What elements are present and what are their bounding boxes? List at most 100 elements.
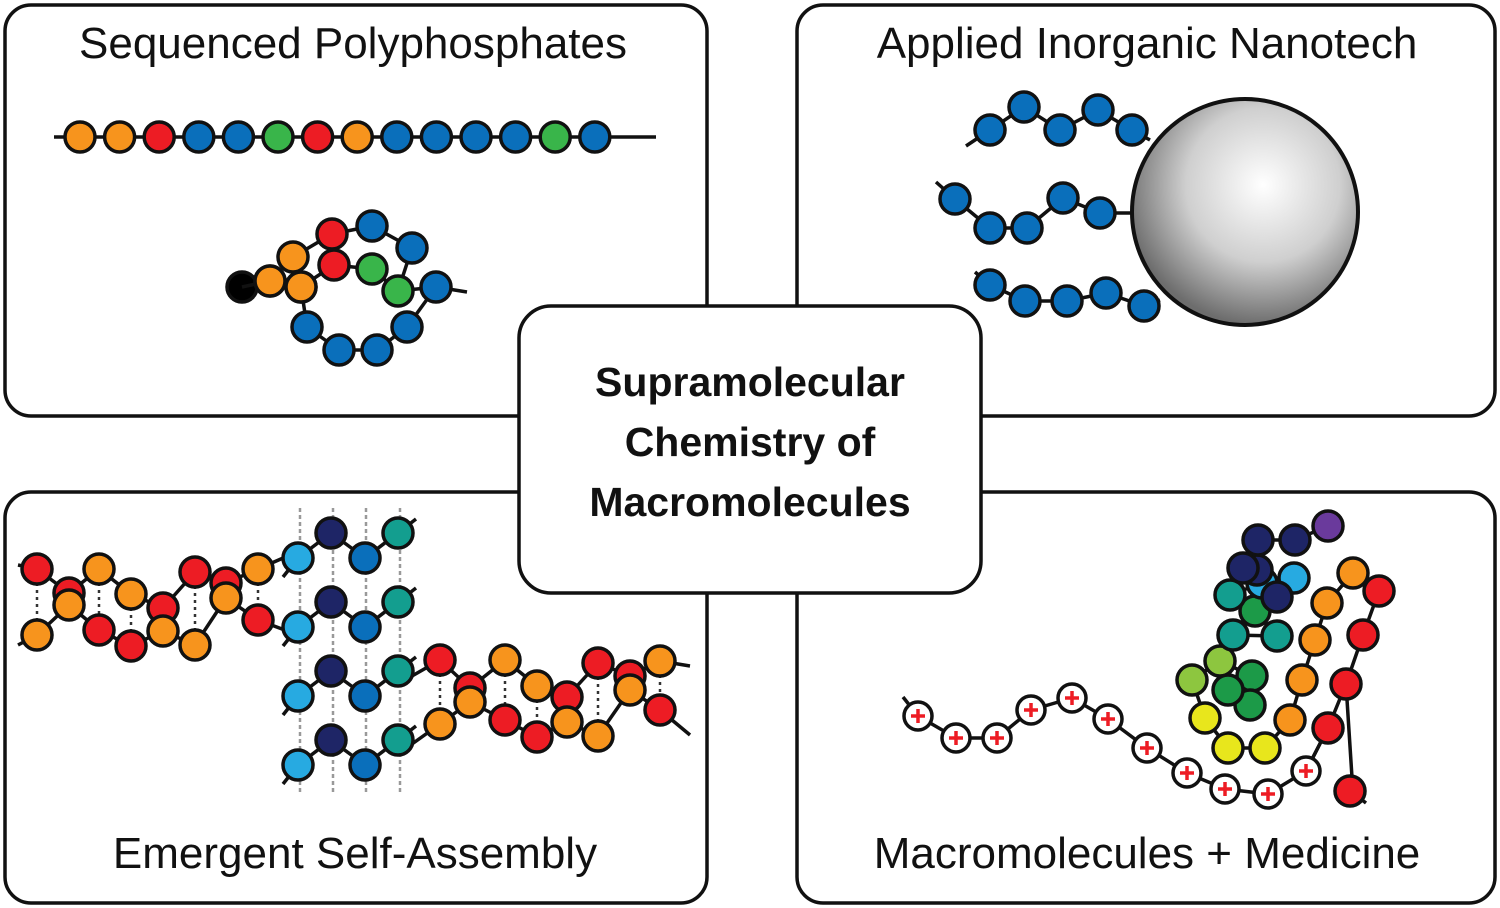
blue-bead [1043,113,1077,147]
teal-bead [381,516,415,550]
navy-bead [314,516,348,550]
panel-title-applied-inorganic-nanotech: Applied Inorganic Nanotech [877,19,1418,68]
teal-bead [1213,578,1247,612]
self-assembly-illustration [17,508,692,795]
yellow-bead [1188,701,1222,735]
navy-bead [314,654,348,688]
red-bead [142,120,176,154]
orange-bead [146,614,180,648]
chain-backbone [305,325,409,352]
red-bead [423,643,457,677]
plus-icon [1065,691,1079,705]
sky-bead [281,541,315,575]
red-bead [82,613,116,647]
center-title-line-1: Supramolecular [595,359,905,405]
navy-bead [1226,551,1260,585]
teal-bead [381,654,415,688]
orange-bead [52,588,86,622]
plus-icon [1299,764,1313,778]
plus-icon [911,709,925,723]
navy-bead [1260,580,1294,614]
blue-bead [1010,211,1044,245]
blue-bead [1081,93,1115,127]
orange-bead [82,552,116,586]
navy-bead [1278,523,1312,557]
panel-title-macromolecules-medicine: Macromolecules + Medicine [874,829,1421,878]
orange-bead [284,270,318,304]
red-bead [178,555,212,589]
yellow-bead [1211,731,1245,765]
orange-bead [276,240,310,274]
red-bead [1333,774,1367,808]
sphere-icon [1130,97,1360,327]
navy-bead [314,585,348,619]
blue-bead [348,679,382,713]
lime-bead [1175,663,1209,697]
chain-backbone [410,688,692,746]
red-bead [581,646,615,680]
red-bead [1362,574,1396,608]
nanoparticle-illustration [934,90,1360,327]
blue-bead [221,120,256,154]
center-title-line-3: Macromolecules [589,479,910,525]
green-bead [381,274,415,308]
blue-bead [390,310,424,344]
blue-bead [419,120,454,154]
blue-bead [290,310,324,344]
orange-bead [613,673,647,707]
blue-bead [348,610,382,644]
plus-icon [1140,741,1154,755]
orange-bead [178,628,212,662]
orange-bead [643,644,677,678]
blue-bead [322,333,356,367]
red-bead [1311,711,1345,745]
blue-bead [1083,196,1117,230]
red-bead [315,217,349,251]
center-title-line-2: Chemistry of [625,419,876,465]
teal-bead [1260,619,1294,653]
blue-bead [938,182,972,216]
green-bead [538,120,572,154]
orange-bead [102,120,137,154]
blue-bead [355,209,389,243]
blue-bead [1007,90,1041,124]
navy-bead [1241,523,1275,557]
plus-icon [1024,703,1038,717]
blue-bead [1046,181,1080,215]
orange-bead [520,669,554,703]
plus-icon [1218,782,1232,796]
blue-bead [182,120,216,154]
teal-bead [381,585,415,619]
chain-backbone [17,596,291,648]
blue-bead [1115,113,1149,147]
blue-bead [348,748,382,782]
orange-bead [241,552,275,586]
orange-bead [1285,663,1319,697]
plus-icon [949,731,963,745]
blue-bead [1008,284,1042,318]
orange-bead [550,705,584,739]
plus-icon [990,731,1004,745]
blue-bead [973,211,1007,245]
red-bead [520,720,554,754]
orange-bead [20,618,54,652]
blue-bead [1089,276,1123,310]
blue-bead [360,333,394,367]
blue-bead [1050,284,1084,318]
red-bead [1346,618,1380,652]
center-box [517,304,983,595]
blue-bead [973,113,1007,147]
blue-bead [395,231,429,265]
plus-icon [1101,712,1115,726]
orange-bead [488,643,522,677]
red-bead [20,552,54,586]
teal-bead [1216,618,1250,652]
blue-bead [973,268,1007,302]
orange-bead [1310,586,1344,620]
orange-bead [1336,556,1370,590]
navy-bead [314,723,348,757]
orange-bead [209,581,243,615]
green-bead [261,120,295,154]
red-bead [1329,667,1363,701]
